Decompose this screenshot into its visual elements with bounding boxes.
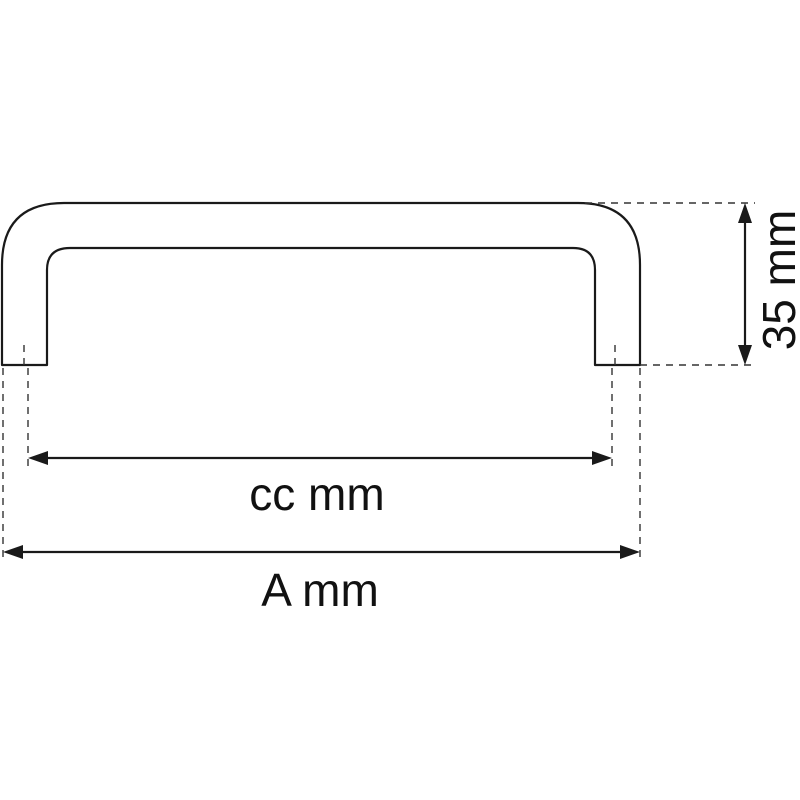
cc-label: cc mm — [249, 468, 384, 520]
a-left-arrowhead — [3, 545, 23, 559]
handle-outline — [0, 201, 642, 367]
height-top-arrowhead — [738, 203, 752, 223]
height-label: 35 mm — [753, 210, 800, 351]
a-label: A mm — [261, 564, 379, 616]
height-bottom-arrowhead — [738, 345, 752, 365]
cc-right-arrowhead — [592, 451, 612, 465]
a-right-arrowhead — [620, 545, 640, 559]
cc-left-arrowhead — [28, 451, 48, 465]
